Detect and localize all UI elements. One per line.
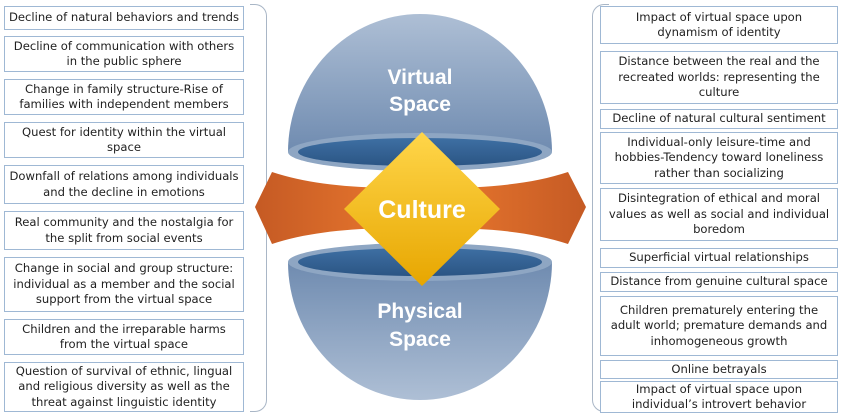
right-item-5: Disintegration of ethical and moral valu… [600, 188, 838, 241]
right-item-9: Online betrayals [600, 360, 838, 379]
virtual-space-dome [288, 14, 552, 152]
right-item-3: Decline of natural cultural sentiment [600, 109, 838, 129]
right-item-8: Children prematurely entering the adult … [600, 296, 838, 356]
left-item-1: Decline of natural behaviors and trends [4, 6, 244, 30]
physical-space-dome [288, 262, 552, 400]
culture-diamond [344, 132, 500, 286]
virtual-space-label-line2: Space [389, 93, 451, 116]
virtual-space-label-line1: Virtual [388, 66, 453, 89]
physical-space-label-line1: Physical [377, 300, 462, 323]
left-item-9: Question of survival of ethnic, lingual … [4, 362, 244, 412]
right-item-10: Impact of virtual space upon individual’… [600, 381, 838, 413]
culture-label: Culture [378, 196, 466, 224]
right-item-4: Individual-only leisure-time and hobbies… [600, 132, 838, 184]
left-item-5: Downfall of relations among individuals … [4, 165, 244, 204]
left-item-8: Children and the irreparable harms from … [4, 319, 244, 355]
left-item-2: Decline of communication with others in … [4, 36, 244, 72]
right-item-7: Distance from genuine cultural space [600, 272, 838, 292]
left-item-7: Change in social and group structure: in… [4, 257, 244, 312]
physical-space-label-line2: Space [389, 328, 451, 351]
left-item-6: Real community and the nostalgia for the… [4, 211, 244, 250]
right-item-2: Distance between the real and the recrea… [600, 51, 838, 104]
left-item-4: Quest for identity within the virtual sp… [4, 122, 244, 158]
right-item-1: Impact of virtual space upon dynamism of… [600, 6, 838, 44]
left-item-3: Change in family structure-Rise of famil… [4, 79, 244, 115]
right-item-6: Superficial virtual relationships [600, 248, 838, 268]
